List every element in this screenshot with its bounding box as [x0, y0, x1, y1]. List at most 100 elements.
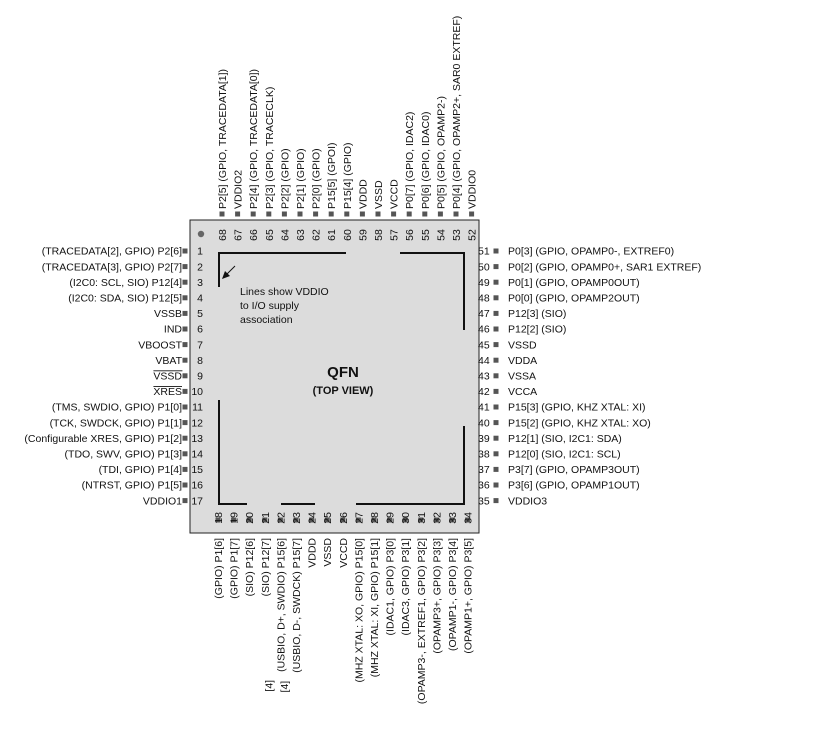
pin-number-50: 50 [478, 261, 490, 273]
pin-number-16: 16 [191, 480, 203, 492]
pin-label-53: P0[4] (GPIO, OPAMP2+, SAR0 EXTREF) [451, 16, 463, 209]
pin-label-17: VDDIO1 [143, 495, 182, 507]
pin-number-35: 35 [478, 495, 490, 507]
pin-label-46: P12[2] (SIO) [508, 324, 566, 336]
pin-label-30: (IDAC3, GPIO) P3[1] [400, 538, 412, 636]
pin-label-35: VDDIO3 [508, 495, 547, 507]
pin-pad-35 [493, 498, 499, 504]
pin-pad-43 [493, 373, 499, 379]
pin-number-58: 58 [373, 229, 385, 241]
vddio3-association-line [356, 426, 465, 505]
pin-label-63: P2[1] (GPIO) [295, 148, 307, 209]
pin-label-61: P15[5] (GPOI) [326, 142, 338, 209]
pin-number-14: 14 [191, 449, 203, 461]
pin-pad-67 [235, 211, 241, 217]
vddio-note-line-1: Lines show VDDIO [240, 286, 329, 298]
pin-number-44: 44 [478, 355, 490, 367]
package-name: QFN [327, 364, 359, 381]
pin-number-63: 63 [295, 229, 307, 241]
pin-pad-48 [493, 295, 499, 301]
pin-label-47: P12[3] (SIO) [508, 308, 566, 320]
pin-number-62: 62 [311, 229, 323, 241]
pin-number-28: 28 [369, 512, 381, 524]
pin-number-29: 29 [385, 512, 397, 524]
pin-number-48: 48 [478, 293, 490, 305]
pin-pad-31 [418, 517, 424, 523]
pin-pad-18 [215, 517, 221, 523]
pin-pad-9 [182, 373, 188, 379]
pin-pad-8 [182, 357, 188, 363]
pin-pad-44 [493, 357, 499, 363]
pin-number-32: 32 [431, 512, 443, 524]
pin-pad-19 [231, 517, 237, 523]
pin-number-55: 55 [420, 229, 432, 241]
pin-label-7: VBOOST [138, 339, 182, 351]
pin-pad-42 [493, 388, 499, 394]
pin-pad-37 [493, 466, 499, 472]
pin-pad-22 [277, 517, 283, 523]
pin-pad-17 [182, 498, 188, 504]
pin-number-10: 10 [191, 386, 203, 398]
pin-number-26: 26 [338, 512, 350, 524]
pin-number-51: 51 [478, 246, 490, 258]
pin-pad-13 [182, 435, 188, 441]
pin-pad-25 [324, 517, 330, 523]
pin-number-27: 27 [353, 512, 365, 524]
pin-pad-57 [391, 211, 397, 217]
pin1-marker-dot [197, 230, 205, 238]
pin-label-44: VDDA [508, 355, 537, 367]
pin-number-65: 65 [264, 229, 276, 241]
pin-number-30: 30 [400, 512, 412, 524]
pin-number-2: 2 [197, 261, 203, 273]
pin-number-60: 60 [342, 229, 354, 241]
pin-number-54: 54 [435, 229, 447, 241]
pin-pad-58 [375, 211, 381, 217]
pin-number-56: 56 [404, 229, 416, 241]
pin-label-68: P2[5] (GPIO, TRACEDATA[1]) [217, 69, 229, 209]
pin-number-52: 52 [467, 229, 479, 241]
pin-label-41: P15[3] (GPIO, KHZ XTAL: XI) [508, 402, 646, 414]
pin-label-36: P3[6] (GPIO, OPAMP1OUT) [508, 480, 640, 492]
pin-label-55: P0[6] (GPIO, IDAC0) [420, 112, 432, 209]
pin-pad-14 [182, 451, 188, 457]
pin-pad-26 [340, 517, 346, 523]
pin-label-29: (IDAC1, GPIO) P3[0] [385, 538, 397, 636]
pin-pad-65 [266, 211, 272, 217]
pin-label-60: P15[4] (GPIO) [342, 142, 354, 209]
pin-pad-27 [355, 517, 361, 523]
pin-pad-59 [359, 211, 365, 217]
pin-pad-15 [182, 466, 188, 472]
pin-pad-5 [182, 310, 188, 316]
pin-label-2: (TRACEDATA[3], GPIO) P2[7] [42, 261, 182, 273]
pin-label-45: VSSD [508, 339, 537, 351]
pin-pad-40 [493, 420, 499, 426]
pin-label-27: (MHZ XTAL: XO, GPIO) P15[0] [353, 538, 365, 683]
pin-number-19: 19 [229, 512, 241, 524]
pin-label-21: (SIO) P12[7] [260, 538, 272, 596]
pin-label-50: P0[2] (GPIO, OPAMP0+, SAR1 EXTREF) [508, 261, 701, 273]
pin-number-12: 12 [191, 417, 203, 429]
vddio-note-line-3: association [240, 314, 293, 326]
pin-pad-50 [493, 264, 499, 270]
pin-number-45: 45 [478, 339, 490, 351]
pin-label-20: (SIO) P12[6] [244, 538, 256, 596]
pin-label-3: (I2C0: SCL, SIO) P12[4] [69, 277, 182, 289]
pin-label-62: P2[0] (GPIO) [311, 148, 323, 209]
pin-label-52: VDDIO0 [467, 170, 479, 209]
pin-number-8: 8 [197, 355, 203, 367]
pin-label-4: (I2C0: SDA, SIO) P12[5] [68, 293, 182, 305]
pin-label-49: P0[1] (GPIO, OPAMP0OUT) [508, 277, 640, 289]
pin-number-41: 41 [478, 402, 490, 414]
pin-pad-56 [406, 211, 412, 217]
pin-label-6: IND [164, 324, 183, 336]
pin-pad-6 [182, 326, 188, 332]
pin-label-28: (MHZ XTAL: XI, GPIO) P15[1] [369, 538, 381, 677]
vddio2-association-line [218, 252, 346, 287]
pin-number-34: 34 [463, 512, 475, 524]
pin-pad-30 [402, 517, 408, 523]
pin-label-9: VSSD [153, 371, 182, 383]
pin-label-65: P2[3] (GPIO, TRACECLK) [264, 87, 276, 209]
pin-number-6: 6 [197, 324, 203, 336]
pin-pad-54 [437, 211, 443, 217]
vddio1-association-line [218, 400, 247, 505]
